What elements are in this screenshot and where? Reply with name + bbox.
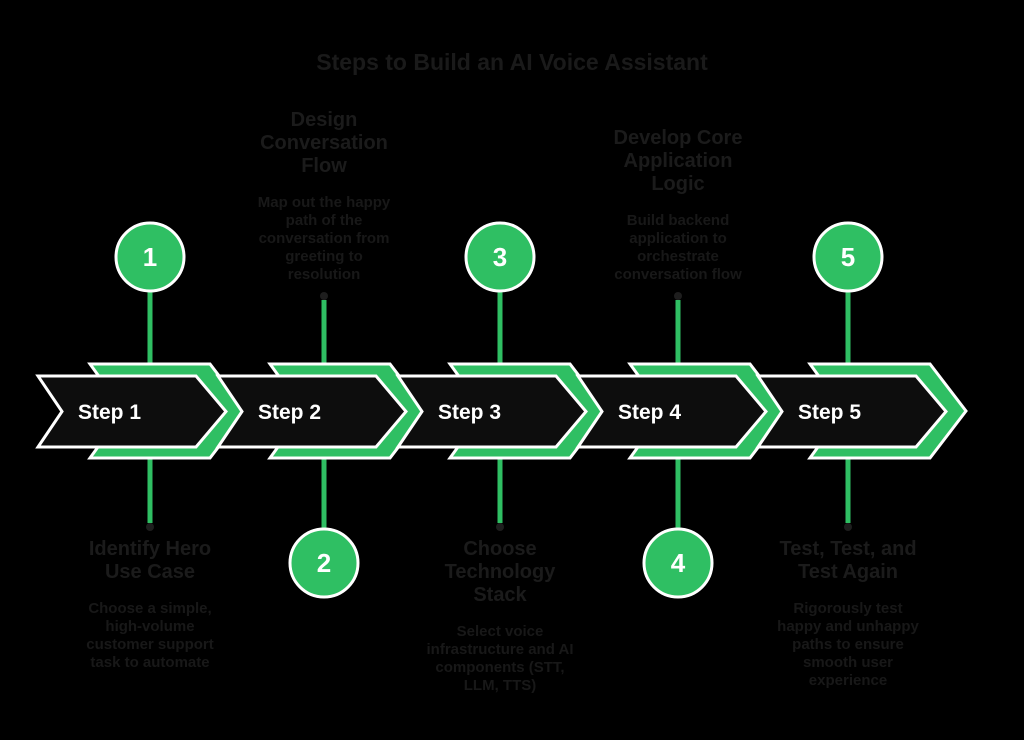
step-3-text-block: Choose Technology Stack Select voice inf… [400,538,600,695]
desc-line: Map out the happy [257,194,391,211]
step-5-description: Rigorously test happy and unhappy paths … [760,600,936,690]
connector-end-dot [844,523,852,531]
step-4-text-block: Develop Core Application Logic Build bac… [578,127,778,284]
step-label-2: Step 2 [258,401,321,424]
step-label-1: Step 1 [78,401,141,424]
desc-line: happy and unhappy [777,618,919,635]
desc-line: task to automate [90,654,210,671]
step-1-description: Choose a simple, high-volume customer su… [62,600,238,672]
desc-line: customer support [86,636,214,653]
desc-line: Select voice [456,623,544,640]
connector-end-dot [496,523,504,531]
step-number-1: 1 [143,242,157,272]
desc-line: infrastructure and AI [426,641,574,658]
diagram-title: Steps to Build an AI Voice Assistant [316,49,708,75]
step-number-4: 4 [671,548,686,578]
step-2-text-block: Design Conversation Flow Map out the hap… [224,109,424,284]
step-2-heading: Design Conversation Flow [260,109,388,177]
step-label-3: Step 3 [438,401,501,424]
step-arrow-3 [395,374,588,449]
step-circle-4 [642,527,714,599]
step-circle-5 [812,221,884,293]
step-number-5: 5 [841,242,855,272]
step-4-heading: Develop Core Application Logic [613,127,743,195]
desc-line: greeting to [285,248,363,265]
desc-line: resolution [287,266,361,283]
desc-line: conversation from [258,230,390,247]
step-arrow-4 [575,374,768,449]
step-1-heading: Identify Hero Use Case [88,538,212,583]
connector-end-dot [674,292,682,300]
desc-line: Build backend [626,212,730,229]
step-5-heading: Test, Test, and Test Again [779,538,917,583]
step-number-2: 2 [317,548,331,578]
step-4-description: Build backend application to orchestrate… [590,212,766,284]
step-1-text-block: Identify Hero Use Case Choose a simple, … [50,538,250,672]
desc-line: LLM, TTS) [463,677,537,694]
desc-line: high-volume [105,618,195,635]
step-circle-1 [114,221,186,293]
desc-line: path of the [285,212,363,229]
desc-line: experience [808,672,888,689]
desc-line: paths to ensure [792,636,904,653]
desc-line: Rigorously test [793,600,903,617]
desc-line: conversation flow [614,266,742,283]
step-arrow-5 [755,374,948,449]
step-circle-2 [288,527,360,599]
step-arrow-1 [35,374,228,449]
connector-end-dot [320,292,328,300]
step-label-5: Step 5 [798,401,861,424]
desc-line: orchestrate [637,248,719,265]
desc-line: Choose a simple, [88,600,212,617]
step-label-4: Step 4 [618,401,681,424]
step-3-description: Select voice infrastructure and AI compo… [412,623,588,695]
step-number-3: 3 [493,242,507,272]
step-arrow-2 [215,374,408,449]
step-5-text-block: Test, Test, and Test Again Rigorously te… [748,538,948,690]
step-circle-3 [464,221,536,293]
step-3-heading: Choose Technology Stack [444,538,556,606]
desc-line: smooth user [802,654,893,671]
desc-line: components (STT, [435,659,565,676]
desc-line: application to [629,230,727,247]
step-2-description: Map out the happy path of the conversati… [236,194,412,284]
connector-end-dot [146,523,154,531]
